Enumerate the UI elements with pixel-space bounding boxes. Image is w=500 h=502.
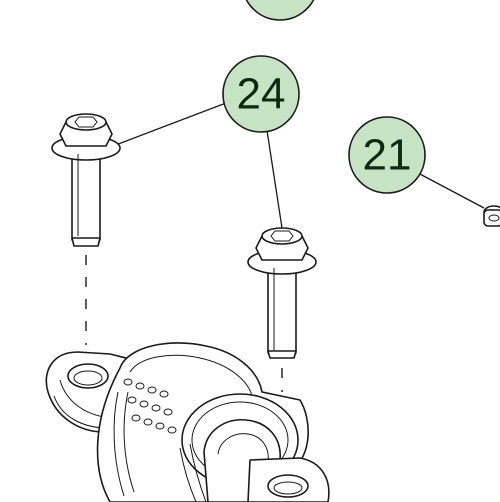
- bolt-left: [51, 113, 121, 247]
- callout-21-label: 21: [363, 131, 412, 180]
- callout-top-label: 20: [256, 0, 305, 5]
- callout-24: 24: [222, 55, 300, 133]
- callout-21-group: 21: [348, 116, 500, 227]
- leader-lines-24: [112, 102, 283, 229]
- pin-part: [483, 205, 500, 227]
- bushing-texture: [123, 378, 177, 434]
- bushing-bracket: [45, 342, 330, 502]
- bolt-right: [247, 227, 317, 359]
- callout-top-partial: 20: [245, 0, 315, 21]
- callout-24-label: 24: [237, 70, 286, 119]
